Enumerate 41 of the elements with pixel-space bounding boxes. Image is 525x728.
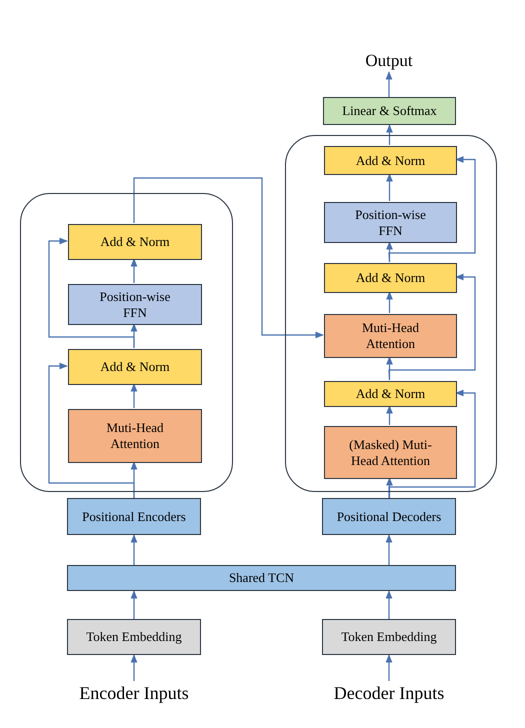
process-box: Positional Encoders xyxy=(67,498,201,535)
arrow xyxy=(386,173,393,201)
process-box: Token Embedding xyxy=(67,619,201,655)
process-box: Muti-Head Attention xyxy=(68,409,202,463)
process-box: Add & Norm xyxy=(68,349,202,385)
arrow xyxy=(388,156,476,262)
arrow xyxy=(130,590,138,619)
arrow xyxy=(386,291,393,313)
arrow xyxy=(130,383,138,408)
arrow xyxy=(386,590,392,619)
arrow xyxy=(130,258,138,283)
input-label: Encoder Inputs xyxy=(69,681,199,705)
process-box: Position-wise FFN xyxy=(68,284,202,325)
arrow xyxy=(130,654,138,681)
process-box: Add & Norm xyxy=(324,146,457,175)
process-box: Add & Norm xyxy=(324,381,457,407)
arrow xyxy=(48,238,135,348)
output-label: Output xyxy=(355,50,423,72)
group-frame xyxy=(285,135,497,492)
arrow xyxy=(386,124,393,145)
process-box: Token Embedding xyxy=(322,619,456,655)
process-box: (Masked) Muti-Head Attention xyxy=(324,426,457,479)
arrow xyxy=(388,274,476,380)
arrow xyxy=(386,477,393,498)
arrow xyxy=(386,405,393,425)
process-box: Position-wise FFN xyxy=(324,202,457,243)
process-box: Positional Decoders xyxy=(322,498,456,535)
process-box: Add & Norm xyxy=(324,263,457,293)
arrow xyxy=(386,71,392,97)
input-label: Decoder Inputs xyxy=(324,681,454,705)
process-box: Add & Norm xyxy=(68,224,202,260)
arrow xyxy=(386,654,392,681)
process-box: Muti-Head Attention xyxy=(324,314,457,358)
group-frame xyxy=(20,193,233,492)
arrow xyxy=(388,390,476,498)
process-box: Linear & Softmax xyxy=(323,97,456,125)
arrow xyxy=(130,534,138,565)
arrow xyxy=(386,534,392,565)
arrow xyxy=(133,177,324,338)
process-box: Shared TCN xyxy=(67,565,456,591)
arrow xyxy=(48,362,135,498)
